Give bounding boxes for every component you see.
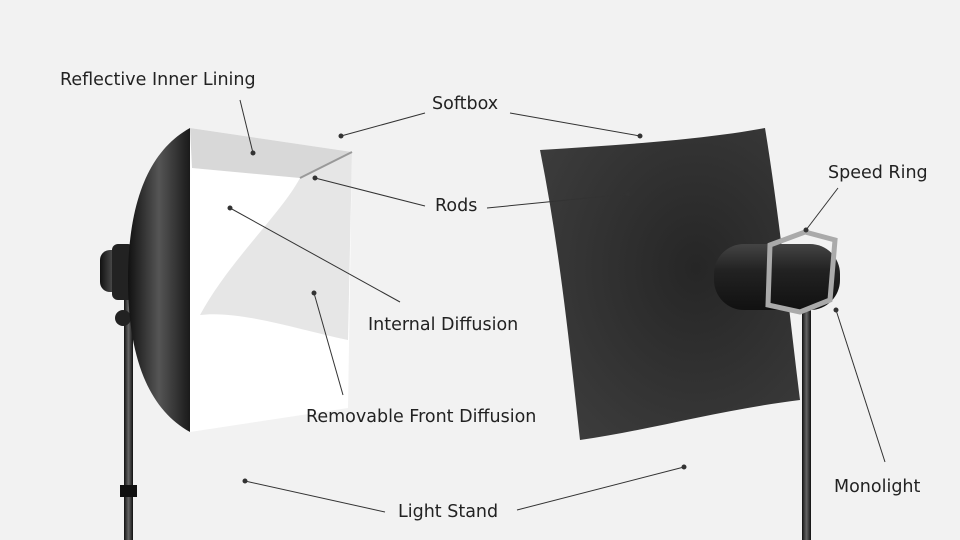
label-speed-ring: Speed Ring [828,163,928,183]
label-softbox: Softbox [432,94,499,114]
label-monolight: Monolight [834,477,921,497]
left-softbox [128,128,353,432]
label-reflective-inner-lining: Reflective Inner Lining [60,70,256,90]
leader-lines [227,99,886,513]
right-light-stand [802,295,811,540]
label-light-stand: Light Stand [398,502,499,522]
label-rods: Rods [435,196,478,216]
right-softbox [540,128,800,440]
left-light-stand [120,300,137,540]
monolight-body [714,244,840,310]
reflective-inner-lining-panel [190,128,352,178]
label-internal-diffusion: Internal Diffusion [368,315,519,335]
label-removable-front-diffusion: Removable Front Diffusion [306,407,537,427]
